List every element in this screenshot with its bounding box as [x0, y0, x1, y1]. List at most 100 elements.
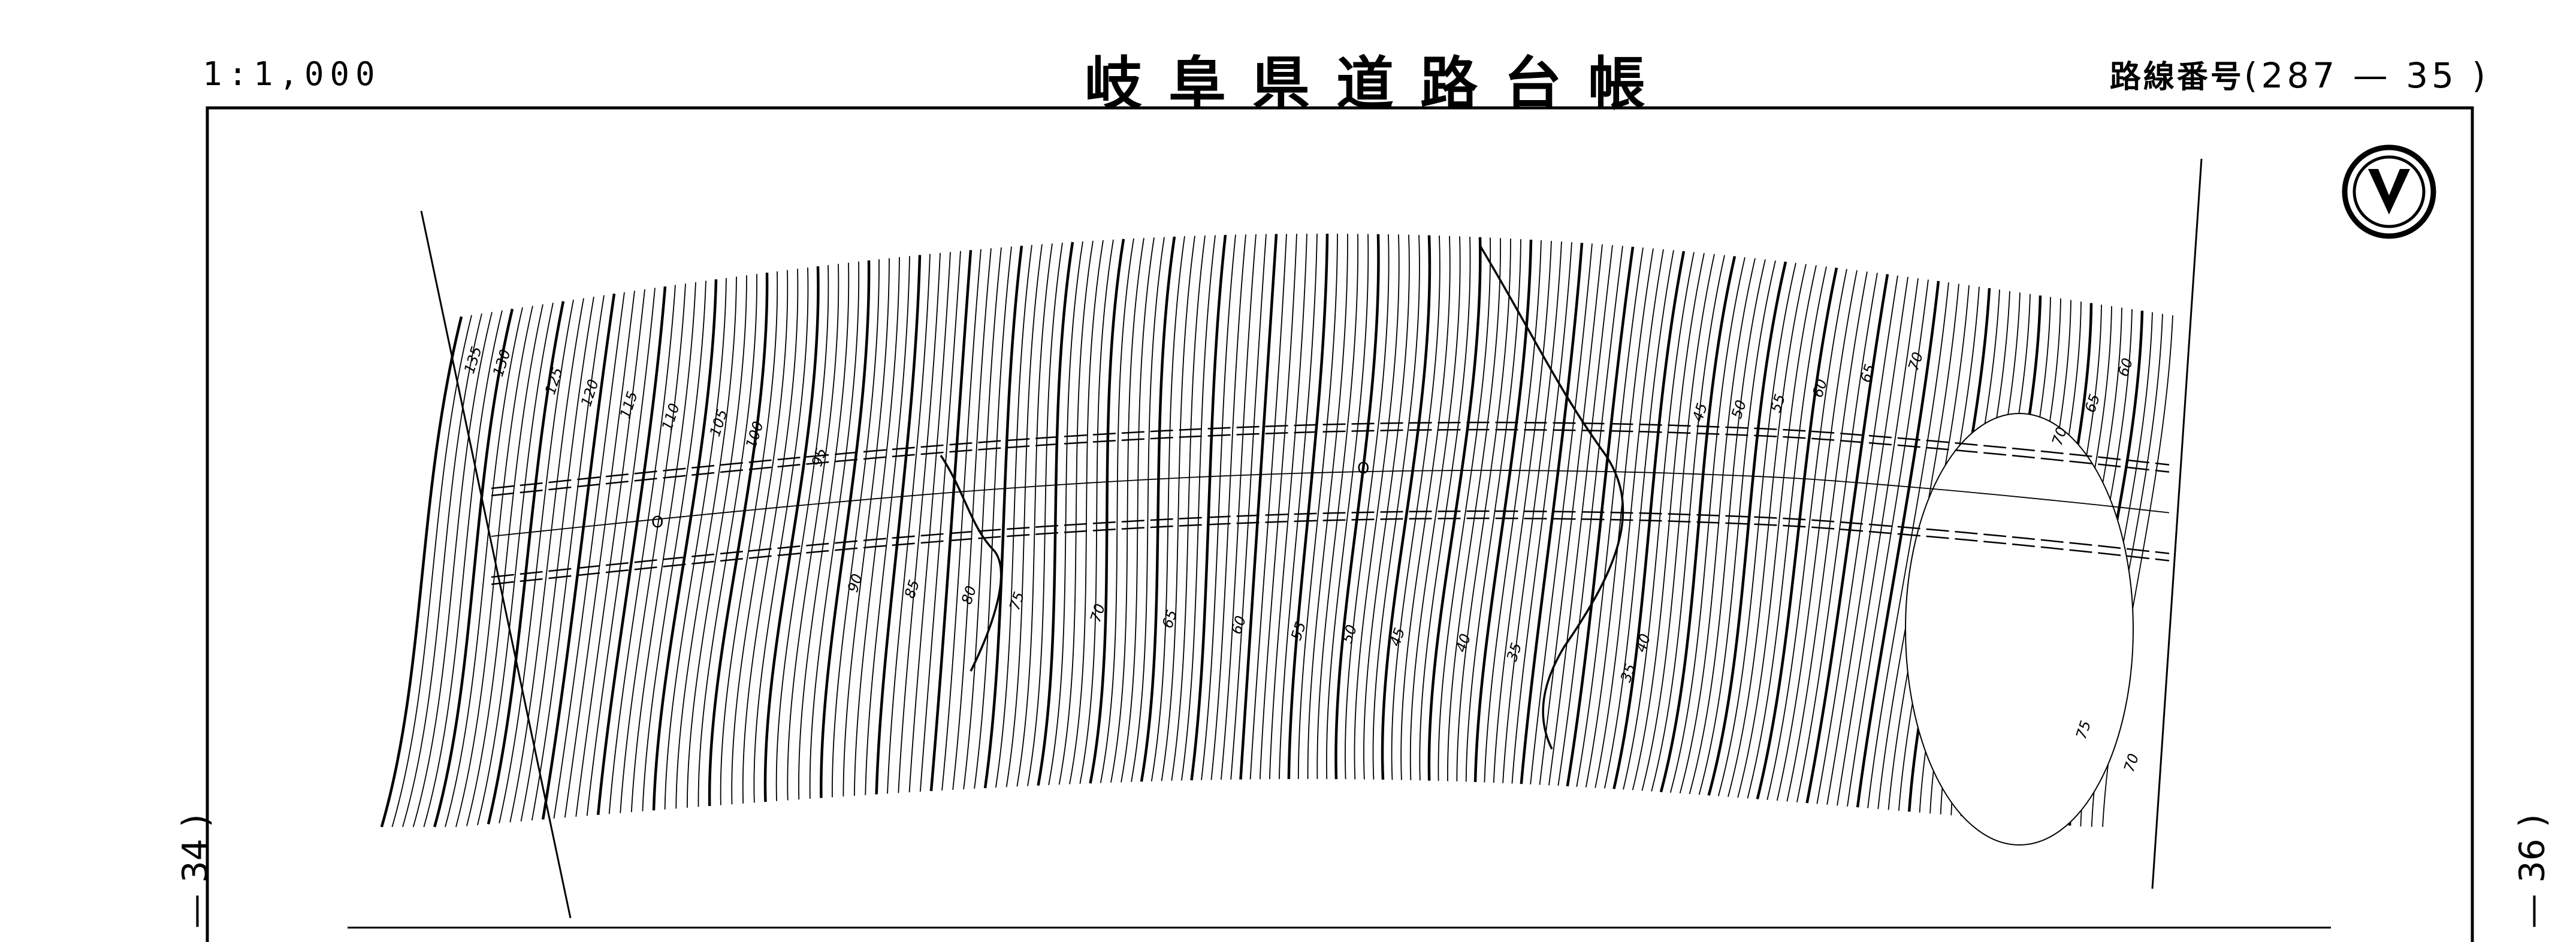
- contour-line: [865, 256, 910, 795]
- contour-line: [1100, 238, 1134, 783]
- contour-line: [1493, 240, 1552, 783]
- contour-line: [963, 247, 1002, 790]
- contour-elevation-label: 65: [1159, 608, 1180, 630]
- index-contour: [1707, 261, 1787, 796]
- index-contour: [875, 255, 922, 795]
- contour-line: [1465, 239, 1521, 782]
- contour-line: [1689, 259, 1766, 795]
- contour-line: [1005, 244, 1043, 787]
- contour-line: [1210, 234, 1246, 780]
- contour-line: [742, 268, 799, 804]
- contour-line: [1698, 260, 1776, 795]
- contour-line: [1131, 237, 1165, 783]
- index-contour: [541, 293, 616, 820]
- contour-line: [908, 252, 951, 793]
- contour-line: [1585, 248, 1654, 787]
- survey-point-mark: O: [651, 514, 663, 532]
- road-edge: [491, 428, 2170, 497]
- contour-line: [842, 258, 890, 797]
- contour-line: [941, 249, 982, 791]
- contour-line: [1079, 239, 1114, 784]
- contour-line: [1409, 236, 1461, 780]
- contour-line: [455, 306, 533, 828]
- index-contour: [652, 279, 718, 811]
- contour-elevation-label: 110: [659, 401, 683, 433]
- contour-line: [1530, 243, 1593, 785]
- contour-line: [832, 259, 880, 798]
- stream-line: [940, 455, 1002, 672]
- map-frame: [206, 106, 2474, 942]
- index-contour: [1566, 246, 1635, 787]
- contour-line: [664, 277, 727, 810]
- contour-elevation-label: 80: [958, 584, 980, 606]
- contour-line: [553, 292, 625, 819]
- contour-line: [1603, 250, 1674, 789]
- contour-line: [809, 261, 860, 799]
- contour-line: [1594, 249, 1664, 788]
- contour-line: [1278, 233, 1318, 780]
- contour-lines: [380, 233, 2173, 846]
- contour-line: [775, 265, 829, 801]
- contour-line: [1826, 276, 1908, 805]
- index-contour: [1037, 241, 1074, 786]
- contour-line: [1717, 262, 1796, 796]
- contour-line: [1249, 234, 1287, 780]
- route-number-label: 路線番号: [2109, 59, 2244, 95]
- contour-line: [1307, 234, 1348, 780]
- contour-line: [1539, 244, 1603, 785]
- contour-elevation-label: 115: [617, 390, 641, 421]
- index-contour: [929, 250, 973, 792]
- contour-line: [477, 303, 554, 826]
- contour-line: [1737, 265, 1817, 798]
- index-contour: [487, 301, 565, 825]
- contour-line: [1502, 241, 1562, 783]
- survey-boundary-right: [2151, 158, 2203, 889]
- contour-line: [675, 276, 737, 809]
- contour-line: [1669, 257, 1745, 793]
- contour-line: [898, 253, 941, 793]
- closed-contour: [1905, 413, 2134, 846]
- contour-line: [697, 274, 757, 807]
- contour-line: [391, 315, 472, 828]
- route-number-value: (287 — 35 ): [2243, 55, 2489, 96]
- contour-line: [1220, 234, 1257, 780]
- contour-line: [1230, 234, 1267, 780]
- contour-line: [731, 270, 789, 805]
- contour-line: [1069, 240, 1104, 784]
- index-contour: [820, 260, 871, 798]
- index-contour: [1140, 236, 1176, 782]
- index-contour: [380, 316, 463, 828]
- index-contour: [1473, 239, 1533, 783]
- contour-line: [995, 244, 1032, 788]
- contour-line: [1623, 252, 1695, 790]
- contour-line: [1548, 244, 1613, 786]
- contour-line: [586, 288, 656, 816]
- map-scale: 1:1,000: [203, 55, 381, 93]
- index-contour: [1239, 234, 1278, 780]
- road-edge: [491, 421, 2170, 490]
- contour-line: [1121, 237, 1155, 783]
- contour-line: [642, 280, 706, 811]
- contour-line: [1867, 282, 1949, 808]
- contour-line: [499, 300, 574, 823]
- contour-line: [445, 307, 523, 828]
- contour-line: [1816, 275, 1898, 804]
- contour-line: [509, 298, 584, 823]
- index-contour: [1659, 256, 1737, 793]
- contour-line: [952, 248, 992, 790]
- index-contour: [1334, 234, 1380, 780]
- contour-line: [1728, 264, 1807, 797]
- contour-line: [1269, 234, 1307, 780]
- contour-line: [630, 282, 696, 813]
- contour-line: [1259, 234, 1297, 780]
- contour-line: [423, 310, 503, 828]
- contour-line: [1027, 243, 1063, 786]
- contour-line: [1150, 236, 1185, 781]
- contour-line: [1391, 236, 1440, 780]
- contour-line: [1326, 234, 1369, 780]
- contour-elevation-label: 50: [1728, 398, 1750, 421]
- contour-line: [1679, 258, 1756, 794]
- contour-line: [531, 295, 605, 821]
